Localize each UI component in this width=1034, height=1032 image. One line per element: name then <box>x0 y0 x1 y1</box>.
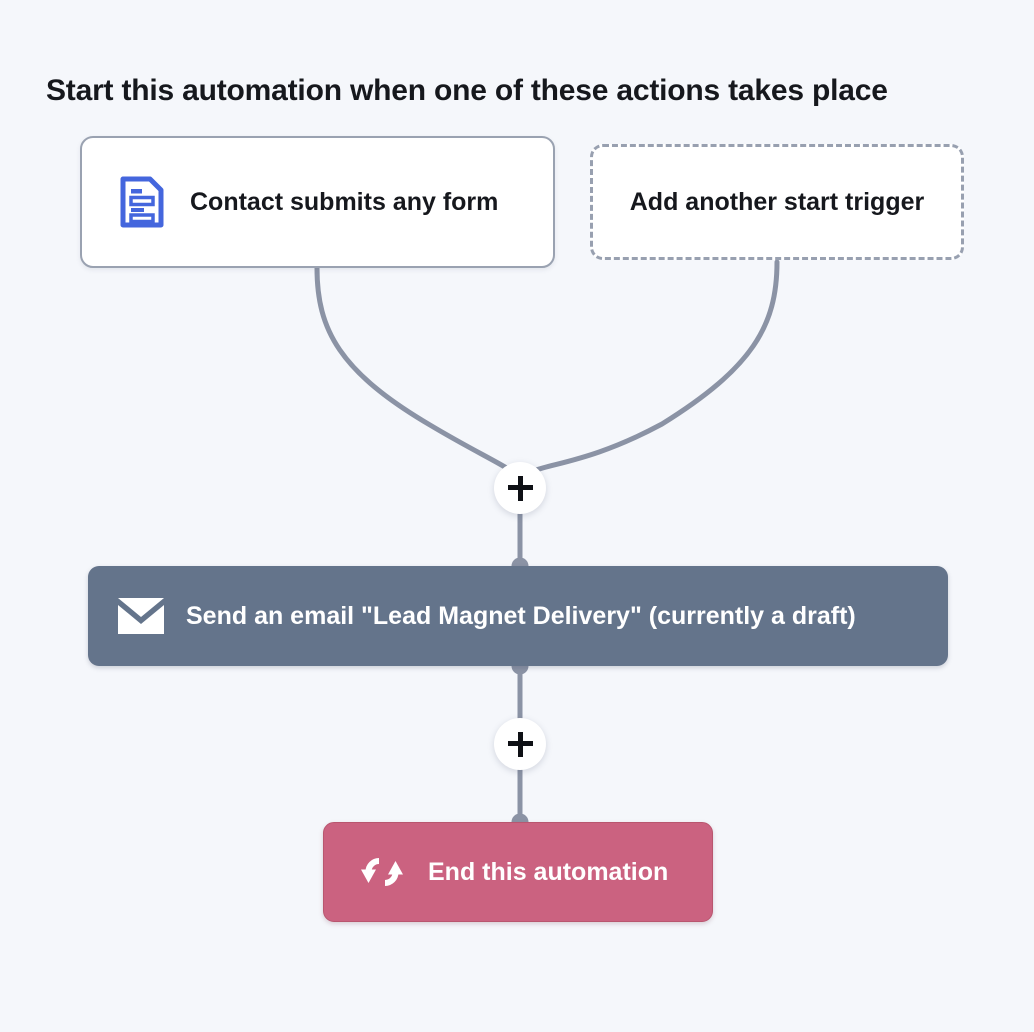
envelope-icon <box>118 598 164 634</box>
add-another-start-trigger-button[interactable]: Add another start trigger <box>590 144 964 260</box>
add-step-button-upper[interactable] <box>494 462 546 514</box>
plus-icon <box>507 731 533 757</box>
end-automation-node[interactable]: End this automation <box>323 822 713 922</box>
add-trigger-label: Add another start trigger <box>629 187 925 216</box>
connector-curve-right <box>517 259 780 481</box>
cycle-arrows-icon <box>361 858 403 886</box>
trigger-card-contact-submits-form[interactable]: Contact submits any form <box>80 136 555 268</box>
action-node-send-email[interactable]: Send an email "Lead Magnet Delivery" (cu… <box>88 566 948 666</box>
action-node-label: Send an email "Lead Magnet Delivery" (cu… <box>186 601 856 630</box>
form-document-icon <box>120 176 164 228</box>
page-title: Start this automation when one of these … <box>46 74 888 107</box>
plus-icon <box>507 475 533 501</box>
connector-curve-left <box>314 265 523 481</box>
trigger-card-label: Contact submits any form <box>190 187 499 216</box>
add-step-button-lower[interactable] <box>494 718 546 770</box>
end-automation-label: End this automation <box>428 857 669 886</box>
